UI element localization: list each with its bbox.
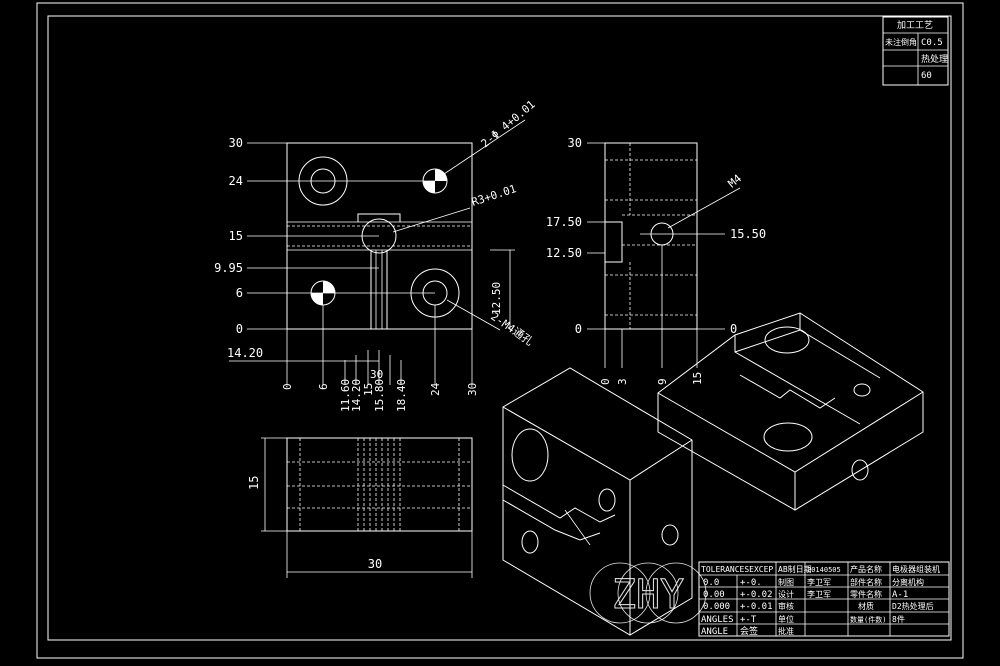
bottom-height-label: 15 — [247, 476, 261, 490]
bottom-width-label: 30 — [368, 557, 382, 571]
tb-c5-2: 零件名称 — [850, 589, 882, 599]
tb-c6-1: 分离机构 — [892, 577, 924, 587]
tb-c5-3: 材质 — [858, 601, 874, 611]
watermark-text: ZHY — [612, 572, 684, 618]
tol-row-3-a: 0.000 — [703, 602, 730, 612]
side-y-30: 30 — [568, 136, 582, 150]
tb-c3-4: 单位 — [778, 614, 794, 624]
tb-c3-3: 审核 — [778, 601, 794, 611]
front-x-14-20: 14.20 — [350, 379, 363, 412]
tol-row-2-b: +-0.02 — [740, 590, 773, 600]
side-y-12-50: 12.50 — [546, 246, 582, 260]
isometric-part-lower — [502, 367, 693, 636]
front-x-18-40: 18.40 — [395, 379, 408, 412]
tb-c3-2: 设计 — [778, 589, 794, 599]
tol-row-4-a: ANGLES — [701, 615, 734, 625]
front-y-14-20: 14.20 — [227, 346, 263, 360]
tb-c5-0: 产品名称 — [850, 564, 882, 574]
tol-row-5-a: ANGLE — [701, 627, 728, 637]
front-y-30: 30 — [229, 136, 243, 150]
title-block: TOLERANCESEXCEP 0.0 +-0. 0.00 +-0.02 0.0… — [698, 561, 950, 637]
tol-row-3-b: +-0.01 — [740, 602, 773, 612]
note-unmarked-label: 未注倒角 — [885, 37, 917, 47]
tb-c6-3: D2热处理后 — [892, 601, 934, 611]
side-view: 30 17.50 12.50 0 15.50 0 0 3 9 15 M4 — [546, 136, 766, 385]
front-y-0: 0 — [236, 322, 243, 336]
front-x-11-60: 11.60 — [339, 379, 352, 412]
hole-callout: 2-Φ 4+0.01 — [479, 98, 538, 151]
note-title: 加工工艺 — [897, 20, 933, 31]
tol-row-2-a: 0.00 — [703, 590, 725, 600]
front-x-15: 15 — [362, 383, 375, 396]
watermark-logo: ZHY — [589, 562, 707, 624]
front-x-6: 6 — [317, 383, 330, 390]
side-right-0: 0 — [730, 322, 737, 336]
tb-c3-0: AB制日期 — [778, 564, 812, 574]
bottom-view: 15 30 — [247, 437, 473, 578]
tol-row-1-a: 0.0 — [703, 578, 719, 588]
side-x-15: 15 — [691, 372, 704, 385]
dim-12-50: 12.50 — [490, 282, 503, 315]
front-view: 30 24 15 9.95 6 0 14.20 30 0 6 11.60 14.… — [214, 98, 538, 412]
tb-c4-2: 李卫军 — [807, 589, 831, 599]
front-mid-30: 30 — [370, 368, 383, 381]
tol-row-1-b: +-0. — [740, 578, 762, 588]
tol-header: TOLERANCESEXCEP — [701, 565, 773, 574]
front-y-24: 24 — [229, 174, 243, 188]
side-y-17-50: 17.50 — [546, 215, 582, 229]
outer-border — [36, 2, 964, 659]
tb-c3-5: 批准 — [778, 626, 794, 636]
side-x-0: 0 — [599, 378, 612, 385]
tb-c4-0: 20140505 — [807, 566, 841, 574]
tb-c6-0: 电极器组装机 — [892, 564, 940, 574]
tb-c4-1: 李卫军 — [807, 577, 831, 587]
tb-c5-4: 数量(件数) — [850, 615, 886, 624]
side-y-0: 0 — [575, 322, 582, 336]
tb-c6-2: A-1 — [892, 590, 908, 600]
side-thread-callout: M4 — [726, 172, 745, 191]
note-unmarked-value: C0.5 — [921, 38, 943, 48]
front-x-0: 0 — [281, 383, 294, 390]
tb-c6-4: 8件 — [892, 614, 905, 624]
note-box: 加工工艺 未注倒角 C0.5 热处理 60 — [882, 16, 949, 86]
side-x-3: 3 — [616, 378, 629, 385]
tol-row-4-b: +-T — [740, 615, 757, 625]
front-x-24: 24 — [429, 382, 442, 396]
front-x-30: 30 — [466, 383, 479, 396]
front-y-9-95: 9.95 — [214, 261, 243, 275]
tol-row-5-b: 会签 — [740, 625, 758, 637]
tb-c5-1: 部件名称 — [850, 577, 882, 587]
isometric-part-upper — [657, 312, 924, 511]
front-y-15: 15 — [229, 229, 243, 243]
side-right-15-50: 15.50 — [730, 227, 766, 241]
note-heat-label: 热处理 — [921, 53, 948, 65]
note-heat-value: 60 — [921, 71, 932, 81]
radius-callout: R3+0.01 — [470, 182, 518, 209]
tb-c3-1: 制图 — [778, 577, 794, 587]
front-y-6: 6 — [236, 286, 243, 300]
front-x-15-80: 15.80 — [373, 379, 386, 412]
inner-border — [47, 15, 952, 641]
side-x-9: 9 — [656, 378, 669, 385]
